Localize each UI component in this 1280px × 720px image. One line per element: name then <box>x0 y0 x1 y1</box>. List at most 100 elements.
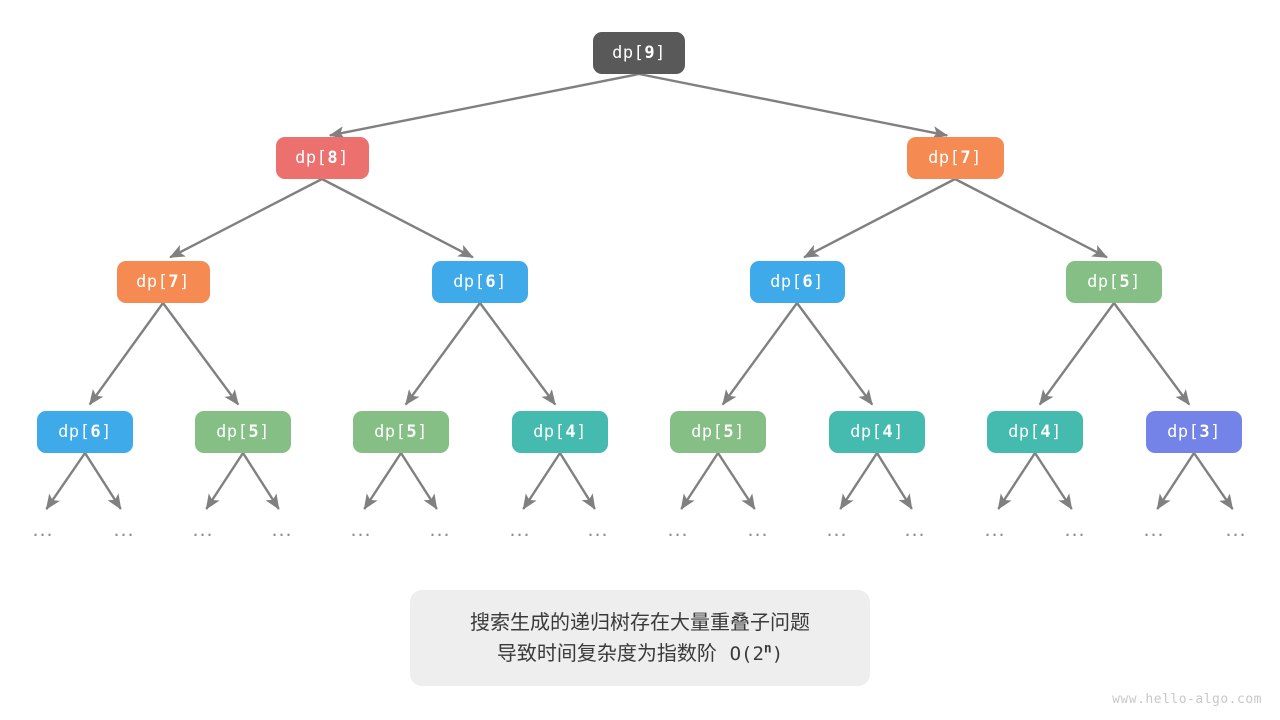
tree-node-dp7: dp[7] <box>116 261 210 303</box>
caption-line-2: 导致时间复杂度为指数阶 O(2n) <box>497 640 783 668</box>
leaf-ellipsis: ··· <box>667 524 689 547</box>
node-label-prefix: dp[ <box>1167 422 1200 442</box>
node-label-suffix: ] <box>496 272 507 292</box>
node-label-prefix: dp[ <box>453 272 486 292</box>
leaf-ellipsis: ··· <box>587 524 609 547</box>
leaf-ellipsis: ··· <box>984 524 1006 547</box>
tree-node-dp4: dp[4] <box>512 411 608 453</box>
tree-node-dp4: dp[4] <box>829 411 925 453</box>
complexity-expression: O(2n) <box>729 642 784 665</box>
node-label-prefix: dp[ <box>533 422 566 442</box>
node-label-prefix: dp[ <box>295 148 328 168</box>
leaf-edge <box>399 452 438 510</box>
tree-edge <box>721 302 798 406</box>
leaf-edge <box>875 452 913 510</box>
leaf-edge <box>1033 452 1073 510</box>
leaf-edge <box>83 452 122 510</box>
leaf-ellipsis: ··· <box>747 524 769 547</box>
leaf-ellipsis: ··· <box>509 524 531 547</box>
tree-node-dp7: dp[7] <box>906 137 1004 179</box>
node-label-suffix: ] <box>1210 422 1221 442</box>
tree-edge <box>88 302 164 406</box>
node-label-prefix: dp[ <box>928 148 961 168</box>
node-label-suffix: ] <box>179 272 190 292</box>
node-label-prefix: dp[ <box>612 43 645 63</box>
node-label-prefix: dp[ <box>770 272 803 292</box>
tree-edge <box>954 177 1108 259</box>
leaf-ellipsis: ··· <box>429 524 451 547</box>
tree-node-dp6: dp[6] <box>37 411 133 453</box>
node-label-suffix: ] <box>1130 272 1141 292</box>
tree-node-dp5: dp[5] <box>353 411 449 453</box>
tree-edge <box>638 72 949 139</box>
tree-node-dp3: dp[3] <box>1146 411 1242 453</box>
leaf-edge <box>363 452 403 510</box>
node-label-index: 3 <box>1199 422 1211 442</box>
node-label-index: 6 <box>485 272 497 292</box>
tree-edge <box>404 302 481 406</box>
leaf-edge <box>839 452 879 510</box>
node-label-suffix: ] <box>813 272 824 292</box>
node-label-index: 5 <box>1119 272 1131 292</box>
node-label-suffix: ] <box>576 422 587 442</box>
node-label-index: 6 <box>90 422 102 442</box>
tree-node-dp4: dp[4] <box>987 411 1083 453</box>
node-label-index: 4 <box>1040 422 1052 442</box>
node-label-suffix: ] <box>734 422 745 442</box>
node-label-index: 9 <box>644 43 656 63</box>
leaf-edge <box>680 452 720 510</box>
node-label-suffix: ] <box>338 148 349 168</box>
complexity-prefix: O(2 <box>729 642 764 665</box>
tree-edge <box>328 72 640 139</box>
node-label-suffix: ] <box>893 422 904 442</box>
tree-node-dp5: dp[5] <box>1066 261 1162 303</box>
leaf-edge <box>558 452 596 510</box>
tree-edge <box>1038 302 1115 406</box>
node-label-index: 5 <box>406 422 418 442</box>
watermark: www.hello-algo.com <box>1112 692 1262 707</box>
leaf-edge <box>1156 452 1196 510</box>
node-label-suffix: ] <box>1051 422 1062 442</box>
leaf-ellipsis: ··· <box>1143 524 1165 547</box>
leaf-edge <box>241 452 280 510</box>
caption-line-1: 搜索生成的递归树存在大量重叠子问题 <box>470 609 810 634</box>
node-label-prefix: dp[ <box>850 422 883 442</box>
caption-line-2-text: 导致时间复杂度为指数阶 <box>496 640 717 665</box>
node-label-index: 5 <box>723 422 735 442</box>
tree-node-dp5: dp[5] <box>195 411 291 453</box>
node-label-prefix: dp[ <box>691 422 724 442</box>
tree-edge <box>169 177 323 259</box>
leaf-ellipsis: ··· <box>32 524 54 547</box>
tree-node-dp5: dp[5] <box>670 411 766 453</box>
leaf-ellipsis: ··· <box>350 524 372 547</box>
node-label-index: 4 <box>565 422 577 442</box>
complexity-suffix: ) <box>771 642 784 665</box>
leaf-edge <box>997 452 1037 510</box>
tree-node-dp6: dp[6] <box>749 261 845 303</box>
tree-edge <box>321 177 474 259</box>
leaf-edge <box>522 452 562 510</box>
node-label-prefix: dp[ <box>58 422 91 442</box>
leaf-ellipsis: ··· <box>904 524 926 547</box>
node-label-prefix: dp[ <box>374 422 407 442</box>
tree-node-dp8: dp[8] <box>275 137 369 179</box>
leaf-ellipsis: ··· <box>1064 524 1086 547</box>
node-label-prefix: dp[ <box>1087 272 1120 292</box>
leaf-ellipsis: ··· <box>826 524 848 547</box>
leaf-ellipsis: ··· <box>192 524 214 547</box>
node-label-prefix: dp[ <box>136 272 169 292</box>
leaf-edge <box>205 452 245 510</box>
node-label-index: 4 <box>882 422 894 442</box>
tree-node-dp6: dp[6] <box>432 261 528 303</box>
leaf-edge <box>716 452 756 510</box>
node-label-prefix: dp[ <box>216 422 249 442</box>
node-label-index: 6 <box>802 272 814 292</box>
tree-edge <box>803 177 956 259</box>
node-label-index: 5 <box>248 422 260 442</box>
node-label-suffix: ] <box>417 422 428 442</box>
tree-edge <box>162 302 240 406</box>
caption-box: 搜索生成的递归树存在大量重叠子问题 导致时间复杂度为指数阶 O(2n) <box>410 590 870 686</box>
node-label-index: 7 <box>960 148 972 168</box>
